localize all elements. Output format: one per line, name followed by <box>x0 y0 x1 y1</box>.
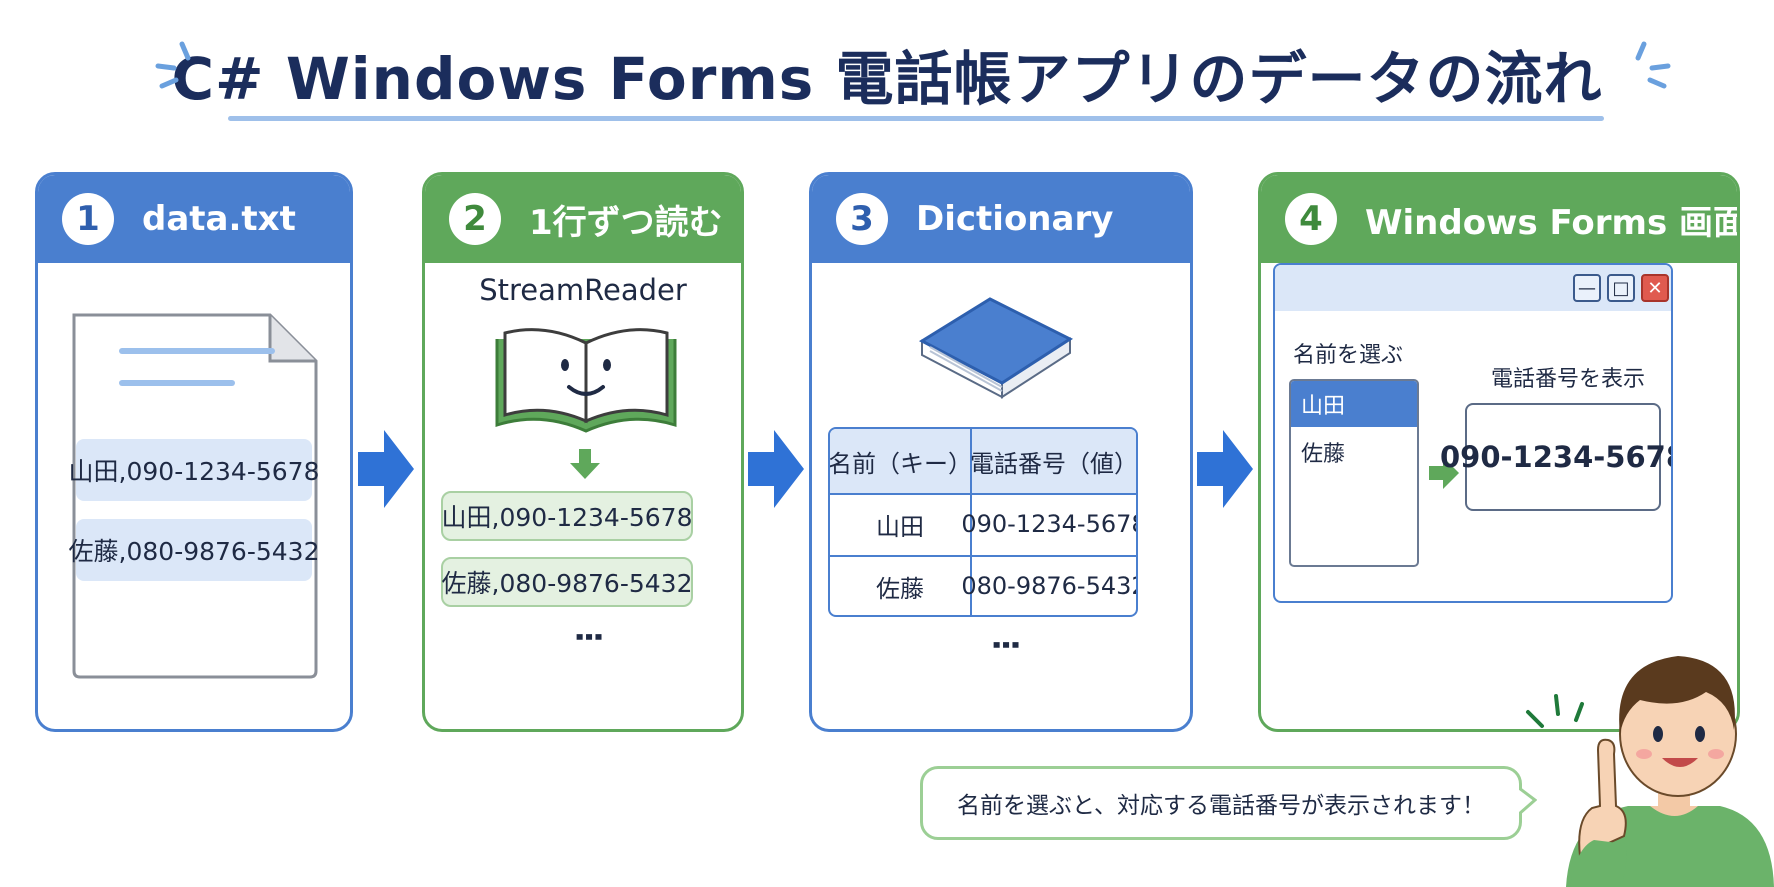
smiling-open-book-icon <box>495 328 677 433</box>
key-cell: 佐藤 <box>830 555 972 615</box>
step-label: Windows Forms 画面 <box>1365 202 1740 243</box>
dictionary-table: 名前（キー） 電話番号（値） 山田 090-1234-5678 佐藤 080-9… <box>828 427 1138 617</box>
step-card-read-lines: 2 1行ずつ読む StreamReader 山田,090-1234-5678 佐… <box>422 172 744 732</box>
key-column-header: 名前（キー） <box>830 429 972 493</box>
step-header: 2 1行ずつ読む <box>425 175 741 263</box>
title-underline <box>228 116 1604 121</box>
step-header: 1 data.txt <box>38 175 350 263</box>
maximize-button[interactable]: □ <box>1607 274 1635 302</box>
closed-book-icon <box>918 297 1074 399</box>
speech-bubble: 名前を選ぶと、対応する電話番号が表示されます！ <box>920 766 1522 840</box>
boy-character-icon <box>1526 656 1774 887</box>
more-lines-ellipsis: ⋮ <box>570 621 608 651</box>
step-header: 3 Dictionary <box>812 175 1190 263</box>
down-arrow-icon <box>570 449 600 479</box>
streamreader-label: StreamReader <box>479 273 687 307</box>
step-number: 2 <box>449 193 501 245</box>
read-line: 佐藤,080-9876-5432 <box>441 557 693 607</box>
speech-bubble-tail <box>1519 786 1537 816</box>
right-arrow-icon <box>1429 457 1459 489</box>
read-line: 山田,090-1234-5678 <box>441 491 693 541</box>
minimize-button[interactable]: — <box>1573 274 1601 302</box>
phone-number-display: 090-1234-5678 <box>1440 403 1671 511</box>
step-number: 3 <box>836 193 888 245</box>
flow-arrow-icon <box>1197 430 1253 508</box>
value-column-header: 電話番号（値） <box>970 449 1138 478</box>
step-label: 1行ずつ読む <box>529 202 723 243</box>
list-item[interactable]: 佐藤 <box>1301 442 1346 467</box>
name-listbox[interactable]: 山田 佐藤 <box>1289 379 1419 567</box>
table-row: 佐藤 080-9876-5432 <box>830 555 1138 615</box>
more-entries-ellipsis: ⋮ <box>987 629 1025 659</box>
step-card-data-file: 1 data.txt 山田,090-1234-5678 佐藤,080-9876-… <box>35 172 353 732</box>
sparkle-left-icon <box>155 41 191 89</box>
table-row: 山田 090-1234-5678 <box>830 493 1136 557</box>
step-label: Dictionary <box>916 199 1114 239</box>
form-window: — □ ✕ 名前を選ぶ 山田 佐藤 電話番号を表示 090-1234-5678 <box>1273 263 1673 603</box>
step-header: 4 Windows Forms 画面 <box>1261 175 1737 263</box>
file-line: 佐藤,080-9876-5432 <box>69 519 319 581</box>
step-number: 4 <box>1285 193 1337 245</box>
table-header-row: 名前（キー） 電話番号（値） <box>830 429 1136 495</box>
phone-display-label: 電話番号を表示 <box>1491 367 1646 392</box>
sparkle-right-icon <box>1635 41 1671 89</box>
list-label: 名前を選ぶ <box>1293 343 1404 368</box>
window-title-bar: — □ ✕ <box>1275 265 1671 311</box>
file-line: 山田,090-1234-5678 <box>69 439 319 501</box>
flow-arrow-icon <box>358 430 414 508</box>
value-cell: 080-9876-5432 <box>961 572 1138 600</box>
flow-arrow-icon <box>748 430 804 508</box>
step-card-dictionary: 3 Dictionary 名前（キー） 電話番号（値） 山田 090-1234-… <box>809 172 1193 732</box>
step-label: data.txt <box>142 199 296 239</box>
list-item-selected[interactable]: 山田 <box>1291 381 1417 427</box>
close-button[interactable]: ✕ <box>1641 274 1669 302</box>
step-card-windows-form: 4 Windows Forms 画面 — □ ✕ 名前を選ぶ 山田 佐藤 電話番… <box>1258 172 1740 732</box>
step-number: 1 <box>62 193 114 245</box>
value-cell: 090-1234-5678 <box>961 510 1138 538</box>
key-cell: 山田 <box>830 493 972 555</box>
page-title: C# Windows Forms 電話帳アプリのデータの流れ <box>171 45 1603 113</box>
